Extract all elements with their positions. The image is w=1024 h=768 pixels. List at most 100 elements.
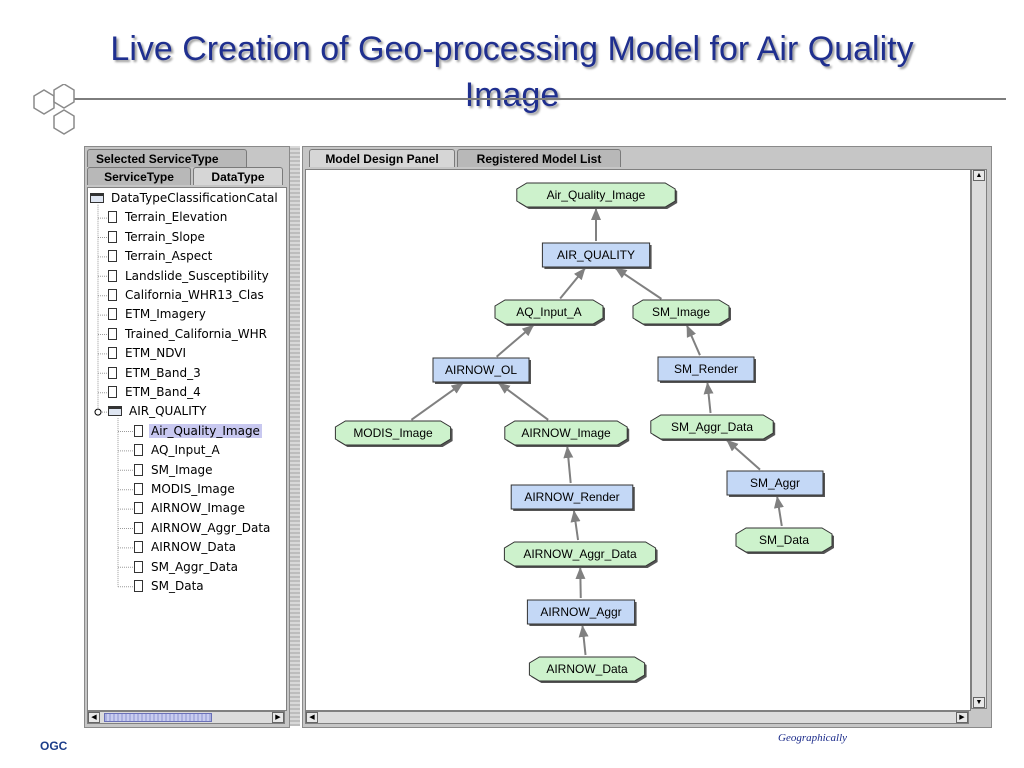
tree-item[interactable]: California_WHR13_Clas xyxy=(108,286,266,305)
tree-item[interactable]: ETM_Band_4 xyxy=(108,383,203,402)
node-label: AIRNOW_OL xyxy=(445,363,517,377)
canvas-vertical-scrollbar[interactable]: ▲ ▼ xyxy=(971,169,987,709)
edge-smd-to-sma xyxy=(773,495,784,527)
tree-item-label: Landslide_Susceptibility xyxy=(125,268,269,283)
edge-smi-to-aq xyxy=(614,267,663,300)
service-node-aol[interactable]: AIRNOW_OL xyxy=(432,357,531,384)
logo-text: OGC xyxy=(40,739,68,753)
scrollbar-thumb[interactable] xyxy=(104,713,212,722)
document-icon xyxy=(134,424,143,437)
tree-item[interactable]: Terrain_Elevation xyxy=(108,208,229,227)
document-icon xyxy=(108,308,117,321)
tree-subitem[interactable]: Air_Quality_Image xyxy=(134,422,262,441)
service-node-anr[interactable]: AIRNOW_Render xyxy=(510,484,635,511)
tree-item[interactable]: ETM_NDVI xyxy=(108,344,188,363)
tree-item-label: SM_Data xyxy=(151,579,204,593)
tree-item-label: ETM_NDVI xyxy=(125,346,187,361)
data-node-aqi[interactable]: Air_Quality_Image xyxy=(516,182,678,209)
tree-item-label: SM_Aggr_Data xyxy=(151,559,238,574)
tree-item[interactable]: Terrain_Slope xyxy=(108,228,207,247)
split-pane-divider[interactable] xyxy=(290,146,300,726)
tab-registered-model-list[interactable]: Registered Model List xyxy=(457,149,621,167)
document-icon xyxy=(108,250,117,263)
tree-subitem[interactable]: AIRNOW_Data xyxy=(134,538,238,557)
tab-datatype[interactable]: DataType xyxy=(193,167,283,185)
data-node-sad[interactable]: SM_Aggr_Data xyxy=(650,414,776,441)
tree-item[interactable]: Terrain_Aspect xyxy=(108,247,214,266)
tree-item[interactable]: Trained_California_WHR xyxy=(108,325,269,344)
node-label: AIRNOW_Render xyxy=(524,490,619,504)
data-node-shape xyxy=(334,420,452,446)
node-label: MODIS_Image xyxy=(353,426,433,440)
service-node-smr[interactable]: SM_Render xyxy=(657,356,756,383)
data-node-smi[interactable]: SM_Image xyxy=(632,299,731,326)
node-label: AIRNOW_Image xyxy=(521,426,611,440)
service-node-aag[interactable]: AIRNOW_Aggr xyxy=(526,599,637,626)
document-icon xyxy=(134,580,143,592)
data-node-mod[interactable]: MODIS_Image xyxy=(334,420,453,447)
tab-selected-servicetype[interactable]: Selected ServiceType xyxy=(87,149,247,167)
data-node-and[interactable]: AIRNOW_Data xyxy=(528,656,647,683)
service-node-shape xyxy=(526,599,636,625)
edge-sma-to-sad xyxy=(726,439,761,471)
edge-aad-to-anr xyxy=(570,509,581,541)
tree-subitem[interactable]: MODIS_Image xyxy=(134,480,237,499)
tree-root[interactable]: DataTypeClassificationCatal xyxy=(90,189,280,208)
service-node-sma[interactable]: SM_Aggr xyxy=(726,470,825,497)
data-node-aqa[interactable]: AQ_Input_A xyxy=(494,299,605,326)
document-icon xyxy=(134,483,143,495)
data-node-shape xyxy=(650,414,774,440)
edge-and-to-aag xyxy=(578,624,589,656)
data-node-ani[interactable]: AIRNOW_Image xyxy=(504,420,630,447)
scroll-left-button[interactable]: ◀ xyxy=(306,712,318,723)
tree-item-label: Air_Quality_Image xyxy=(149,423,262,438)
service-node-aq[interactable]: AIR_QUALITY xyxy=(541,242,652,269)
service-node-shape xyxy=(726,470,824,496)
scroll-right-button[interactable]: ▶ xyxy=(272,712,284,723)
tree-subitem[interactable]: AQ_Input_A xyxy=(134,441,222,460)
tree-item-label: AIRNOW_Data xyxy=(151,540,237,555)
tab-servicetype[interactable]: ServiceType xyxy=(87,167,191,185)
tree-item-label: AIRNOW_Aggr_Data xyxy=(151,520,271,535)
data-node-aad[interactable]: AIRNOW_Aggr_Data xyxy=(503,541,658,568)
document-icon xyxy=(108,289,117,301)
document-icon xyxy=(108,230,117,243)
tree-group-air-quality[interactable]: AIR_QUALITY xyxy=(108,402,208,421)
model-panel: Model Design Panel Registered Model List… xyxy=(302,146,992,728)
document-icon xyxy=(108,211,117,224)
tree-item[interactable]: ETM_Band_3 xyxy=(108,364,203,383)
data-node-smd[interactable]: SM_Data xyxy=(735,527,834,554)
node-label: SM_Aggr xyxy=(750,476,800,490)
tree-item[interactable]: Landslide_Susceptibility xyxy=(108,267,271,286)
tree-subitem[interactable]: SM_Aggr_Data xyxy=(134,558,240,577)
service-node-shape xyxy=(432,357,530,383)
document-icon xyxy=(134,444,143,457)
tree-subitem[interactable]: SM_Data xyxy=(134,577,206,596)
folder-icon xyxy=(108,406,122,417)
document-icon xyxy=(108,347,117,360)
scroll-down-button[interactable]: ▼ xyxy=(973,697,985,708)
tree-item-label: AQ_Input_A xyxy=(151,443,220,458)
tree-subitem[interactable]: SM_Image xyxy=(134,461,215,480)
tab-model-design-panel[interactable]: Model Design Panel xyxy=(309,149,455,167)
tree-horizontal-scrollbar[interactable]: ◀ ▶ xyxy=(87,711,285,724)
service-node-shape xyxy=(541,242,651,268)
canvas-horizontal-scrollbar[interactable]: ◀ ▶ xyxy=(305,711,969,724)
document-icon xyxy=(108,386,117,398)
scroll-up-button[interactable]: ▲ xyxy=(973,170,985,181)
tree-subitem[interactable]: AIRNOW_Image xyxy=(134,499,247,518)
tree-subitem[interactable]: AIRNOW_Aggr_Data xyxy=(134,519,272,538)
edge-mod-to-aol xyxy=(410,382,464,421)
service-node-shape xyxy=(657,356,755,382)
scroll-left-button[interactable]: ◀ xyxy=(88,712,100,723)
node-label: AIRNOW_Data xyxy=(546,662,628,676)
node-label: SM_Image xyxy=(652,305,710,319)
tree-item[interactable]: ETM_Imagery xyxy=(108,305,208,324)
tree-item-label: ETM_Band_3 xyxy=(125,365,201,380)
scroll-right-button[interactable]: ▶ xyxy=(956,712,968,723)
title-divider xyxy=(70,98,1006,100)
ogc-logo: OGC xyxy=(40,739,68,753)
